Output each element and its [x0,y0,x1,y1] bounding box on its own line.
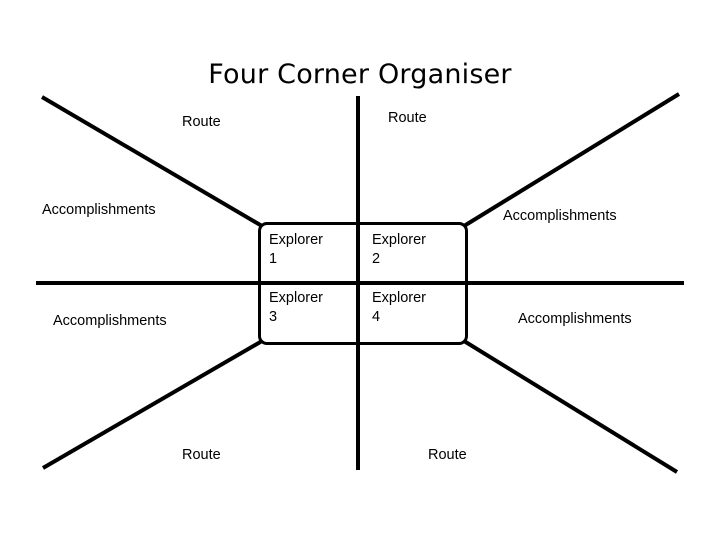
diagonal-bottom-left [41,339,264,470]
diagonal-top-left [40,95,264,228]
label-accomplishments-bottom-left: Accomplishments [53,313,167,329]
label-accomplishments-bottom-right: Accomplishments [518,311,632,327]
label-route-bottom-right: Route [428,447,467,463]
grid-cell-explorer-4[interactable]: Explorer 4 [372,290,426,325]
page-title: Four Corner Organiser [208,59,512,90]
label-route-top-right: Route [388,110,427,126]
grid-cell-explorer-3[interactable]: Explorer 3 [269,290,323,325]
center-grid-box: Explorer 1 Explorer 2 Explorer 3 Explore… [258,222,468,345]
label-accomplishments-top-left: Accomplishments [42,202,156,218]
grid-cell-explorer-1[interactable]: Explorer 1 [269,232,323,267]
diagonal-top-right [462,92,681,228]
diagonal-bottom-right [462,339,679,474]
grid-cell-explorer-2[interactable]: Explorer 2 [372,232,426,267]
label-accomplishments-top-right: Accomplishments [503,208,617,224]
label-route-top-left: Route [182,114,221,130]
label-route-bottom-left: Route [182,447,221,463]
